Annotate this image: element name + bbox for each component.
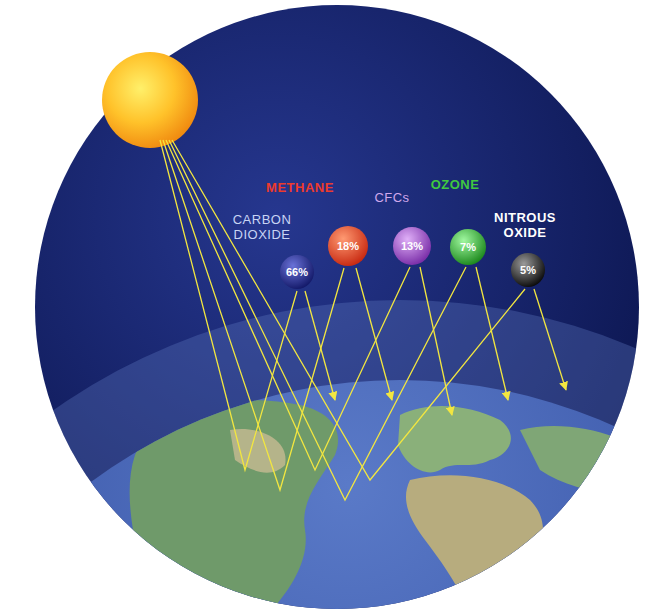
reradiated-arrow [476, 267, 508, 400]
gas-sphere: NITROUS OXIDE5% [511, 253, 545, 287]
ray [169, 140, 466, 500]
ray [166, 140, 410, 470]
gas-sphere: METHANE18% [328, 226, 368, 266]
reradiated-arrow [420, 267, 452, 415]
gas-name: CARBON DIOXIDE [225, 212, 299, 242]
continents [130, 400, 640, 612]
atmosphere [0, 300, 657, 612]
gas-sphere: OZONE7% [450, 229, 486, 265]
sphere [393, 227, 431, 265]
gas-name: CFCs [367, 190, 417, 205]
reradiated-arrow [356, 268, 392, 400]
reradiated-arrow [534, 289, 566, 390]
percentage-value: 7% [450, 229, 486, 265]
gas-name: NITROUS OXIDE [486, 210, 564, 240]
radiation-arrows [160, 140, 566, 500]
sun [102, 52, 198, 148]
gas-sphere: CARBON DIOXIDE66% [280, 255, 314, 289]
percentage-value: 13% [393, 227, 431, 265]
sphere [511, 253, 545, 287]
gas-name: OZONE [420, 177, 490, 192]
sphere [450, 229, 486, 265]
percentage-value: 5% [511, 253, 545, 287]
reradiated-arrow [305, 291, 335, 400]
sphere [328, 226, 368, 266]
ray [172, 140, 525, 480]
gas-name: METHANE [255, 180, 345, 195]
sphere [280, 255, 314, 289]
gas-sphere: CFCs13% [393, 227, 431, 265]
percentage-value: 66% [280, 255, 314, 289]
earth-globe [0, 380, 657, 612]
percentage-value: 18% [328, 226, 368, 266]
